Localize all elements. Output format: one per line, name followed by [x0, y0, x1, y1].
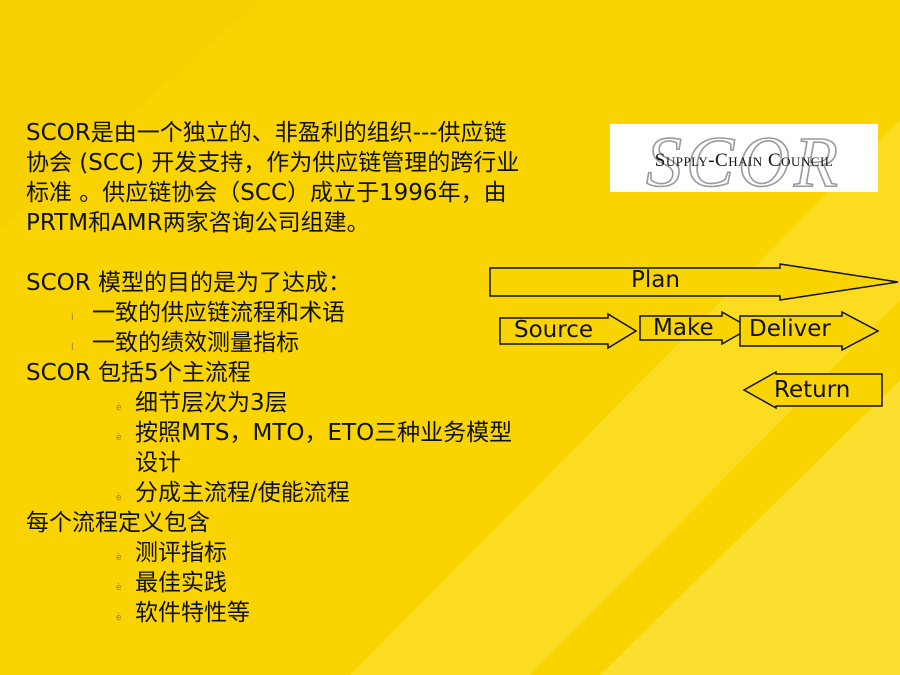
bullet-icon: è: [116, 553, 122, 563]
source-label: Source: [514, 317, 593, 343]
bullet-icon: è: [116, 613, 122, 623]
bullet-icon: è: [116, 493, 122, 503]
intro-line: PRTM和AMR两家咨询公司组建。: [26, 210, 370, 236]
plan-arrow: [489, 263, 899, 301]
define-item: è 最佳实践: [116, 570, 227, 596]
scc-logo: SCOR Supply-Chain Council: [610, 124, 878, 192]
bullet-icon: è: [116, 583, 122, 593]
processes-heading: SCOR 包括5个主流程: [26, 360, 251, 386]
return-label: Return: [774, 377, 851, 403]
scor-process-diagram: Plan Source Make Deliver Return: [486, 258, 900, 418]
intro-line: 标准 。供应链协会（SCC）成立于1996年，由: [26, 180, 507, 206]
source-arrow: [499, 312, 638, 350]
process-arrows: [489, 263, 899, 410]
goal-item: l 一致的绩效测量指标: [71, 330, 299, 356]
scor-watermark: SCOR: [645, 124, 842, 192]
return-arrow: [742, 370, 883, 410]
define-item: è 测评指标: [116, 540, 227, 566]
bullet-icon: è: [116, 433, 122, 443]
intro-line: SCOR是由一个独立的、非盈利的组织---供应链: [26, 120, 507, 146]
logo-name: Supply-Chain Council: [654, 150, 834, 171]
make-arrow: [639, 310, 752, 346]
process-item: è 按照MTS，MTO，ETO三种业务模型: [116, 420, 513, 446]
process-item-continued: 设计: [135, 450, 181, 476]
slide-text: SCOR是由一个独立的、非盈利的组织---供应链 协会 (SCC) 开发支持，作…: [26, 118, 586, 628]
process-item: è 细节层次为3层: [116, 390, 288, 416]
process-item: è 分成主流程/使能流程: [116, 480, 350, 506]
define-heading: 每个流程定义包含: [26, 510, 210, 536]
plan-label: Plan: [631, 267, 680, 293]
bullet-icon: l: [71, 313, 74, 323]
svg-text:SCOR: SCOR: [646, 124, 842, 192]
goal-heading: SCOR 模型的目的是为了达成：: [26, 270, 352, 296]
bullet-icon: è: [116, 403, 122, 413]
intro-line: 协会 (SCC) 开发支持，作为供应链管理的跨行业: [26, 150, 520, 176]
bullet-icon: l: [71, 343, 74, 353]
make-label: Make: [653, 315, 714, 341]
goal-item: l 一致的供应链流程和术语: [71, 300, 345, 326]
deliver-label: Deliver: [749, 316, 831, 342]
deliver-arrow: [739, 310, 880, 352]
define-item: è 软件特性等: [116, 600, 250, 626]
